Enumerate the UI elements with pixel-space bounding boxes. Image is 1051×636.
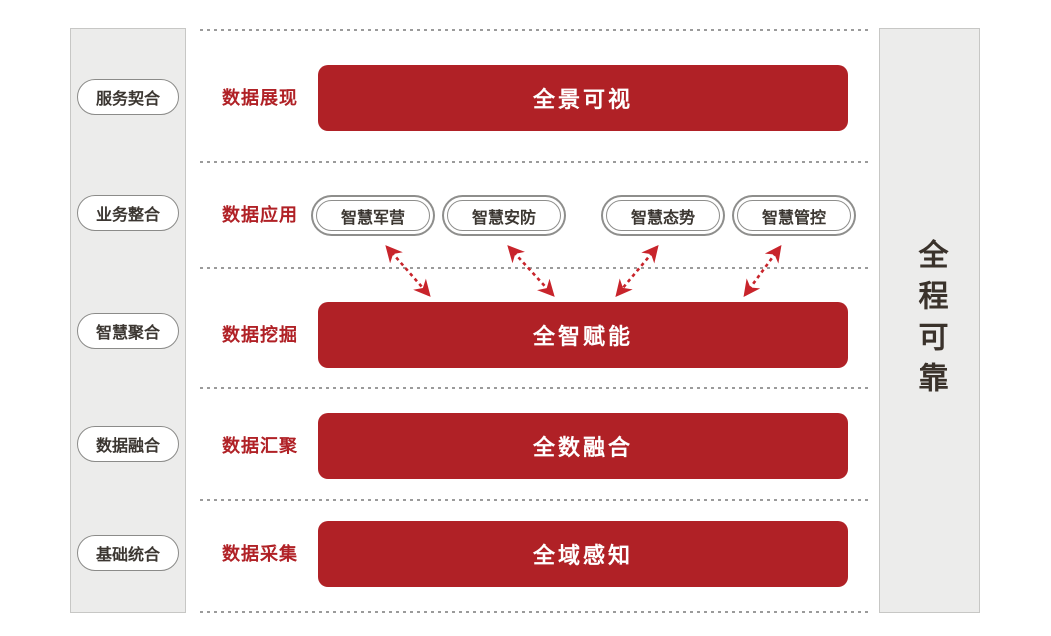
- right-panel: 全程可靠: [879, 28, 980, 613]
- row-label-data-convergence: 数据汇聚: [222, 436, 298, 456]
- arrow-smart-barracks: [385, 245, 431, 297]
- right-panel-label: 全程可靠: [913, 238, 947, 403]
- arrow-smart-security: [507, 245, 555, 297]
- row-label-data-collection: 数据采集: [222, 544, 298, 564]
- left-pill-wisdom-aggregation: 智慧聚合: [77, 313, 179, 349]
- arrow-smart-situation: [615, 245, 659, 297]
- row-label-data-display: 数据展现: [222, 88, 298, 108]
- left-pill-business-integration: 业务整合: [77, 195, 179, 231]
- dotted-separator-4: [200, 387, 868, 389]
- dotted-separator-1: [200, 29, 868, 31]
- left-pill-data-fusion: 数据融合: [77, 426, 179, 462]
- left-pill-service-fit: 服务契合: [77, 79, 179, 115]
- dotted-separator-6: [200, 611, 868, 613]
- bar-full-ai-empowerment: 全智赋能: [318, 302, 848, 368]
- app-pill-smart-situation: 智慧态势: [606, 200, 720, 231]
- left-pill-foundation-unification: 基础统合: [77, 535, 179, 571]
- app-pill-smart-security: 智慧安防: [447, 200, 561, 231]
- dotted-separator-3: [200, 267, 868, 269]
- row-label-data-mining: 数据挖掘: [222, 325, 298, 345]
- app-pill-smart-barracks: 智慧军营: [316, 200, 430, 231]
- bar-full-data-fusion: 全数融合: [318, 413, 848, 479]
- bar-panoramic-visibility: 全景可视: [318, 65, 848, 131]
- dotted-separator-2: [200, 161, 868, 163]
- bar-full-domain-sensing: 全域感知: [318, 521, 848, 587]
- app-pill-smart-control: 智慧管控: [737, 200, 851, 231]
- row-label-data-application: 数据应用: [222, 205, 298, 225]
- dotted-separator-5: [200, 499, 868, 501]
- arrow-smart-control: [743, 244, 782, 298]
